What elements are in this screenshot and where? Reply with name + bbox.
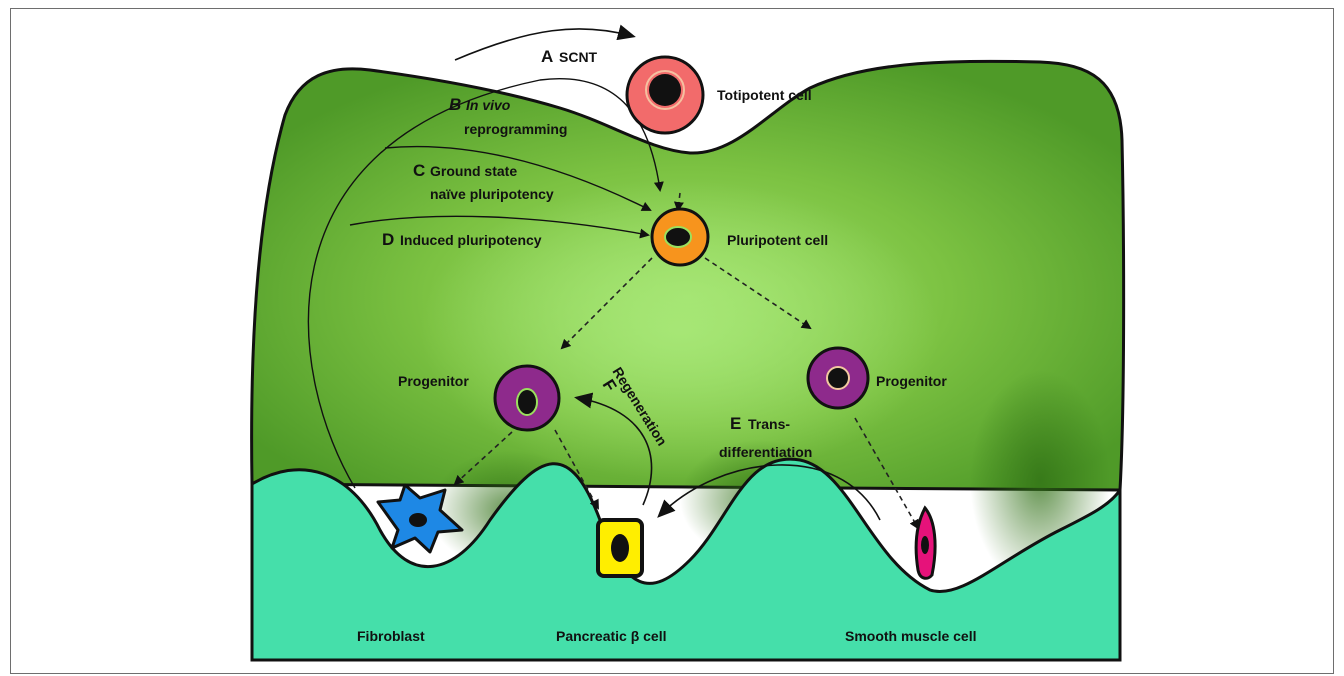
- label-d-text: Induced pluripotency: [400, 232, 542, 248]
- label-smooth-muscle: Smooth muscle cell: [845, 628, 976, 644]
- progenitor-cell-right: [808, 348, 868, 408]
- label-c-text-1: Ground state: [430, 163, 517, 179]
- label-fibroblast: Fibroblast: [357, 628, 425, 644]
- label-e-text-1: Trans-: [748, 416, 790, 432]
- label-pluripotent: Pluripotent cell: [727, 232, 828, 248]
- totipotent-cell: [627, 57, 703, 133]
- label-b-text-1: In vivo: [466, 97, 511, 113]
- label-beta: Pancreatic β cell: [556, 628, 667, 644]
- label-d-letter: D: [382, 230, 394, 249]
- progenitor-cell-left: [495, 366, 559, 430]
- label-b-letter: B: [449, 95, 461, 114]
- label-progenitor-right: Progenitor: [876, 373, 947, 389]
- label-e-letter: E: [730, 414, 741, 433]
- label-totipotent: Totipotent cell: [717, 87, 812, 103]
- label-a-text: SCNT: [559, 49, 598, 65]
- label-c-text-2: naïve pluripotency: [430, 186, 554, 202]
- label-b-text-2: reprogramming: [464, 121, 567, 137]
- beta-cell: [598, 520, 642, 576]
- label-c-letter: C: [413, 161, 425, 180]
- label-e-text-2: differentiation: [719, 444, 812, 460]
- label-a-letter: A: [541, 47, 553, 66]
- smooth-muscle-cell: [916, 508, 935, 578]
- label-progenitor-left: Progenitor: [398, 373, 469, 389]
- pluripotent-cell: [652, 209, 708, 265]
